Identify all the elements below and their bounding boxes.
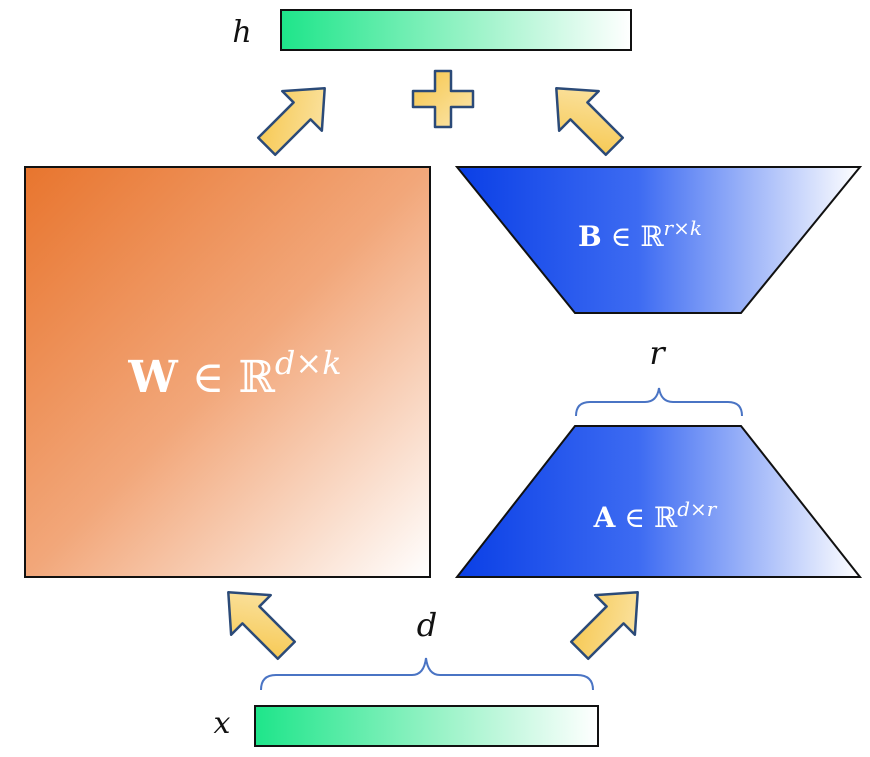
w-matrix: W ∈ ℝd×k	[24, 166, 431, 578]
d-brace	[260, 657, 594, 691]
arrow-icon-bottom-right	[569, 591, 639, 661]
b-exp: r×k	[664, 216, 702, 240]
b-matrix: B ∈ ℝr×k	[454, 166, 863, 314]
b-matrix-label: B ∈ ℝr×k	[578, 216, 702, 253]
a-set: ℝ	[654, 501, 678, 534]
arrow-icon-top-right	[555, 87, 625, 157]
r-label: r	[649, 334, 666, 372]
d-label: d	[417, 606, 437, 644]
a-symbol: A	[593, 501, 617, 534]
h-label: h	[232, 15, 251, 50]
r-brace	[575, 387, 743, 417]
a-matrix: A ∈ ℝd×r	[454, 425, 863, 578]
h-vector-group: h	[232, 9, 632, 51]
b-matrix-shape	[454, 166, 863, 314]
h-vector	[280, 9, 632, 51]
plus-icon	[411, 69, 475, 129]
w-matrix-box	[24, 166, 431, 578]
x-vector-group: x	[214, 705, 599, 747]
a-matrix-shape	[454, 425, 863, 578]
b-set: ℝ	[640, 220, 664, 253]
a-exp: d×r	[677, 497, 718, 521]
w-set: ℝ	[238, 352, 275, 403]
w-symbol: W	[127, 352, 178, 403]
arrow-icon-top-left	[256, 87, 326, 157]
r-brace-group: r	[575, 334, 743, 417]
b-symbol: B	[578, 220, 602, 253]
a-in: ∈	[615, 501, 654, 534]
w-matrix-label: W ∈ ℝd×k	[127, 344, 341, 403]
d-brace-group: d	[260, 606, 594, 691]
x-vector	[254, 705, 599, 747]
x-label: x	[214, 706, 231, 741]
w-in: ∈	[178, 352, 239, 403]
b-in: ∈	[602, 220, 641, 253]
w-exp: d×k	[275, 344, 342, 382]
a-matrix-label: A ∈ ℝd×r	[593, 497, 718, 534]
arrow-icon-bottom-left	[227, 591, 297, 661]
